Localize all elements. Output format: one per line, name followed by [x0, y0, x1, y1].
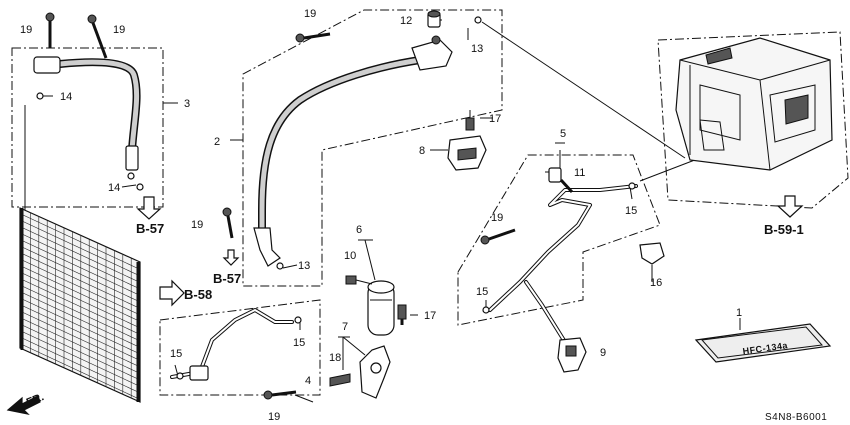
discharge-hose	[253, 35, 453, 267]
bolt-19-top-second	[87, 14, 108, 59]
b57-mid-arrow-icon	[222, 249, 240, 266]
b57-top-arrow-icon	[136, 196, 162, 220]
callout-17-right: 17	[489, 113, 501, 125]
ref-b58: B-58	[184, 287, 212, 302]
callout-14-lower: 14	[108, 182, 120, 194]
callout-6: 6	[356, 224, 362, 236]
o-rings	[36, 16, 490, 380]
bolts	[36, 12, 574, 400]
ref-b57-top: B-57	[136, 221, 164, 236]
outline-evaporator	[657, 31, 849, 209]
callout-15-center: 15	[476, 286, 488, 298]
callout-13-top: 13	[471, 43, 483, 55]
pipe-clip	[639, 242, 665, 265]
ref-b57-mid: B-57	[213, 271, 241, 286]
callout-17-mid: 17	[424, 310, 436, 322]
b591-arrow-icon	[776, 195, 804, 218]
dryer-bracket	[329, 345, 391, 399]
callout-19-top-mid: 19	[304, 8, 316, 20]
callout-16: 16	[650, 277, 662, 289]
callout-7: 7	[342, 321, 348, 333]
callout-13-mid: 13	[298, 260, 310, 272]
arrows	[6, 195, 804, 415]
front-direction-arrow-icon	[6, 395, 41, 415]
seal-cap	[427, 10, 441, 28]
hose-fitting-lower	[125, 145, 139, 171]
callout-11: 11	[574, 167, 585, 179]
group-outlines	[11, 9, 849, 396]
callout-10: 10	[344, 250, 356, 262]
callout-12: 12	[400, 15, 412, 27]
front-direction-label: FR.	[25, 391, 46, 409]
evaporator-unit	[675, 37, 833, 171]
bolt-19-top-mid	[295, 32, 331, 43]
outline-part-4	[159, 299, 321, 396]
outline-part-2	[242, 9, 503, 287]
hose-fitting-bottom	[253, 227, 281, 267]
bolt-19-top-left	[45, 12, 55, 48]
reference-labels: B-57 B-57 B-58 B-59-1 FR. S4N8-B6001	[25, 221, 827, 423]
callout-19-top-left: 19	[20, 24, 32, 36]
outline-part-5	[457, 154, 661, 326]
lower-pipe	[170, 308, 302, 381]
b58-arrow-icon	[159, 279, 185, 307]
callout-15-right: 15	[625, 205, 637, 217]
callout-19-bottom: 19	[268, 411, 280, 423]
bolt-19-left-mid	[222, 207, 234, 239]
diagram-code: S4N8-B6001	[765, 412, 827, 423]
condenser	[19, 207, 141, 403]
nut-11	[548, 167, 574, 194]
outline-part-3	[11, 47, 164, 208]
bolt-17-mid	[397, 304, 407, 325]
callout-19-top-second: 19	[113, 24, 125, 36]
callout-19-right: 19	[491, 212, 503, 224]
callout-18: 18	[329, 352, 341, 364]
callout-9: 9	[600, 347, 606, 359]
callout-14-upper: 14	[60, 91, 72, 103]
callout-4: 4	[305, 375, 311, 387]
callout-3: 3	[184, 98, 190, 110]
callout-5: 5	[560, 128, 566, 140]
callout-15-lower-left: 15	[170, 348, 182, 360]
right-pipe	[488, 182, 638, 344]
callout-2: 2	[214, 136, 220, 148]
hose-fitting-upper	[33, 56, 61, 74]
bolt-19-bottom	[263, 390, 297, 400]
leader-lines	[24, 19, 741, 403]
hose-clamp	[447, 110, 487, 171]
suction-hose	[33, 56, 141, 180]
callout-numbers: 1 2 3 4 5 6 7 8 9 10 11 12 13 13 14 14 1…	[20, 8, 742, 423]
pressure-switch	[557, 337, 587, 373]
ref-b591: B-59-1	[764, 222, 804, 237]
hose-fitting-top	[411, 39, 453, 71]
callout-19-left-mid: 19	[191, 219, 203, 231]
bolt-19-right	[480, 228, 516, 245]
callout-8: 8	[419, 145, 425, 157]
label-plate: HFC-134a	[694, 323, 832, 363]
callout-1: 1	[736, 307, 742, 319]
callout-15-lower-mid: 15	[293, 337, 305, 349]
receiver-dryer	[345, 275, 395, 336]
